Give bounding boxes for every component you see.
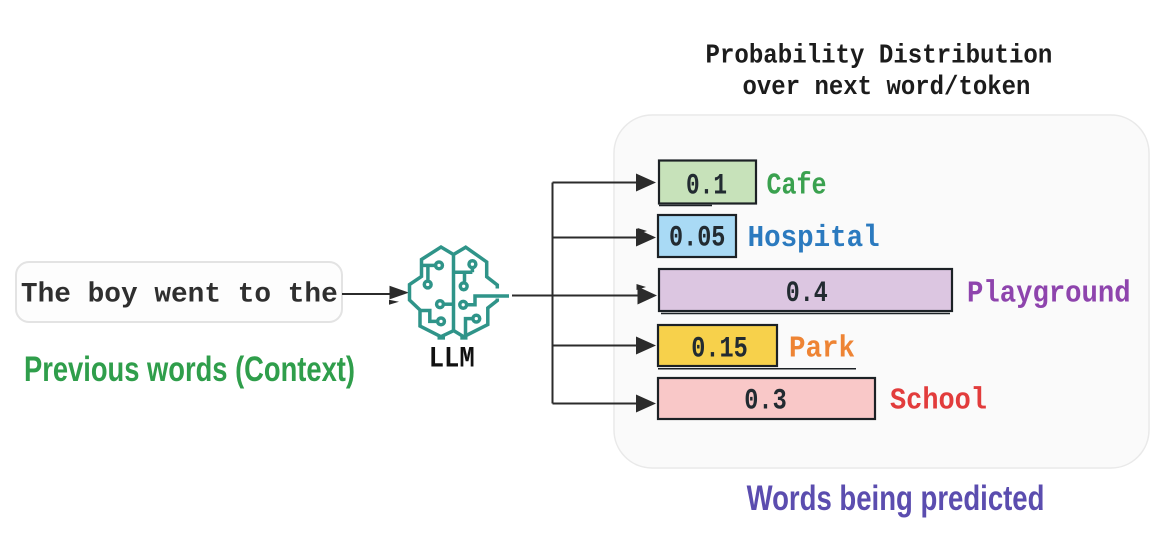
svg-text:LLM: LLM	[429, 343, 475, 376]
svg-text:0.3: 0.3	[744, 385, 787, 418]
svg-text:Words being predicted: Words being predicted	[747, 478, 1045, 518]
svg-text:0.1: 0.1	[686, 169, 727, 203]
svg-text:0.4: 0.4	[786, 278, 828, 311]
svg-text:School: School	[890, 383, 987, 418]
svg-text:0.15: 0.15	[691, 333, 748, 366]
svg-text:Park: Park	[789, 331, 855, 366]
svg-text:Cafe: Cafe	[767, 169, 827, 203]
svg-text:0.05: 0.05	[669, 222, 725, 255]
svg-text:over next word/token: over next word/token	[743, 72, 1031, 103]
svg-text:Hospital: Hospital	[748, 221, 880, 256]
svg-text:Previous words (Context): Previous words (Context)	[24, 350, 355, 389]
svg-text:The boy went to the: The boy went to the	[21, 279, 338, 310]
svg-text:Playground: Playground	[967, 276, 1131, 311]
svg-text:Probability Distribution: Probability Distribution	[706, 41, 1053, 71]
